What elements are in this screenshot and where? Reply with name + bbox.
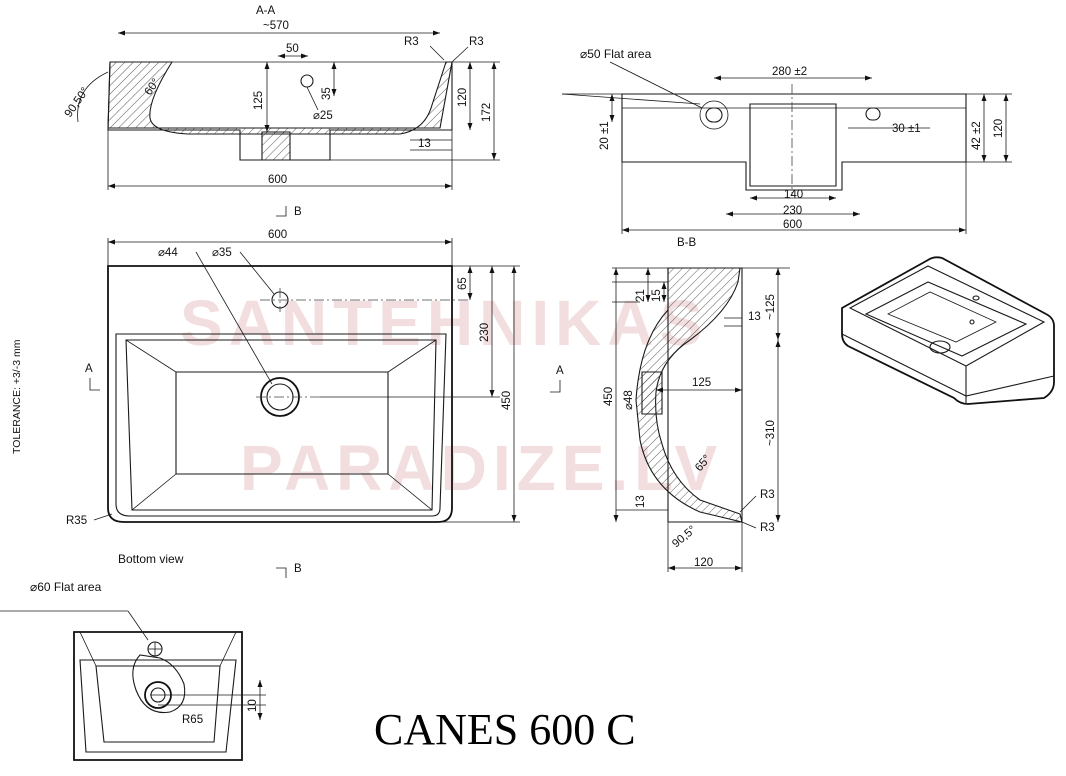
tap-hole-right: [865, 107, 881, 121]
dim-bb-13b: 13: [635, 495, 647, 508]
dim-aa-172: 172: [481, 103, 493, 122]
dim-front-30: 30 ±1: [892, 123, 921, 135]
dim-front-42: 42 ±2: [971, 121, 983, 150]
section-bb-label: B-B: [677, 237, 697, 249]
dim-bb-120: 120: [694, 557, 713, 569]
iso-outline: [841, 256, 1055, 405]
dim-top-r35: R35: [66, 515, 87, 527]
dim-aa-r3-right: R3: [469, 36, 484, 48]
dim-bottom-r65: R65: [182, 714, 203, 726]
dim-aa-r3-left: R3: [404, 36, 419, 48]
dim-front-600: 600: [783, 219, 802, 231]
dim-top-d44: ⌀44: [158, 247, 178, 259]
section-b-b: B-B 21 15 ~125 13 125 ⌀48 450 ~310 65°: [550, 237, 790, 572]
dim-front-140: 140: [784, 189, 803, 201]
dim-aa-120: 120: [457, 88, 469, 107]
dim-aa-35: 35: [321, 87, 333, 100]
dim-front-280: 280 ±2: [772, 66, 807, 78]
front-view: ⌀50 Flat area 280 ±2 20 ±1 30 ±1 42 ±2 1…: [561, 47, 1012, 234]
dim-bb-90deg: 90,5°: [670, 524, 698, 551]
dim-aa-50: 50: [286, 43, 299, 55]
top-view: B B 600 ⌀44 ⌀35 65 230 450 R35 Bottom vi…: [11, 206, 520, 578]
dim-top-600: 600: [268, 229, 287, 241]
dim-bb-13a: 13: [748, 311, 761, 323]
dim-top-230: 230: [479, 323, 491, 342]
dim-front-230: 230: [783, 205, 802, 217]
dim-bb-d48: ⌀48: [623, 390, 635, 410]
bottom-outline: [73, 631, 243, 761]
tap-hole-left: [705, 107, 723, 123]
iso-drain: [929, 340, 951, 354]
watermark-line-2: PARADIZE.LV: [240, 432, 723, 504]
section-a-a: A-A ~570 R3 R3 50 125 35 ⌀25 120 172: [63, 5, 500, 190]
dim-bb-125a: ~125: [765, 294, 777, 320]
dim-front-120: 120: [993, 119, 1005, 138]
dim-aa-13: 13: [418, 138, 431, 150]
tolerance-note: TOLERANCE: +3/-3 mm: [11, 339, 23, 454]
section-aa-label: A-A: [256, 5, 276, 17]
isometric-view: [841, 256, 1055, 405]
basin-wall-section: [107, 61, 453, 135]
dim-bb-r3b: R3: [760, 522, 775, 534]
bottom-flat-area: ⌀60 Flat area: [30, 580, 102, 594]
dim-aa-570: ~570: [263, 20, 289, 32]
bottom-view-caption: Bottom view: [118, 552, 184, 566]
dim-bb-r3a: R3: [760, 489, 775, 501]
dim-top-450: 450: [501, 391, 513, 410]
dim-bb-310: ~310: [765, 420, 777, 446]
b-marker-bottom: B: [294, 563, 302, 575]
watermark-line-1: SANTEHNIKAS: [180, 287, 708, 359]
dim-aa-125: 125: [253, 91, 265, 110]
dim-bb-125b: 125: [692, 377, 711, 389]
dim-top-65: 65: [457, 277, 469, 290]
bottom-view: ⌀60 Flat area R65 10: [0, 580, 266, 761]
front-flat-area: ⌀50 Flat area: [580, 47, 652, 61]
iso-tap-hole: [972, 295, 980, 301]
a-marker-left: A: [85, 363, 93, 375]
bb-wall-section: [635, 267, 743, 523]
b-marker-top: B: [294, 206, 302, 218]
dim-aa-600: 600: [268, 174, 287, 186]
dim-aa-angle-90: 90,50°: [63, 85, 92, 119]
dim-bottom-10: 10: [247, 699, 259, 712]
front-outline: [621, 93, 967, 191]
dim-bb-15: 15: [651, 289, 663, 302]
drawing-title: CANES 600 C: [374, 705, 636, 754]
dim-aa-d25: ⌀25: [313, 110, 333, 122]
overflow-hole: [300, 74, 314, 88]
a-marker-right: A: [556, 365, 564, 377]
dim-bb-450: 450: [603, 387, 615, 406]
dim-top-d35: ⌀35: [212, 247, 232, 259]
dim-bb-21: 21: [635, 289, 647, 302]
dim-front-20: 20 ±1: [599, 121, 611, 150]
